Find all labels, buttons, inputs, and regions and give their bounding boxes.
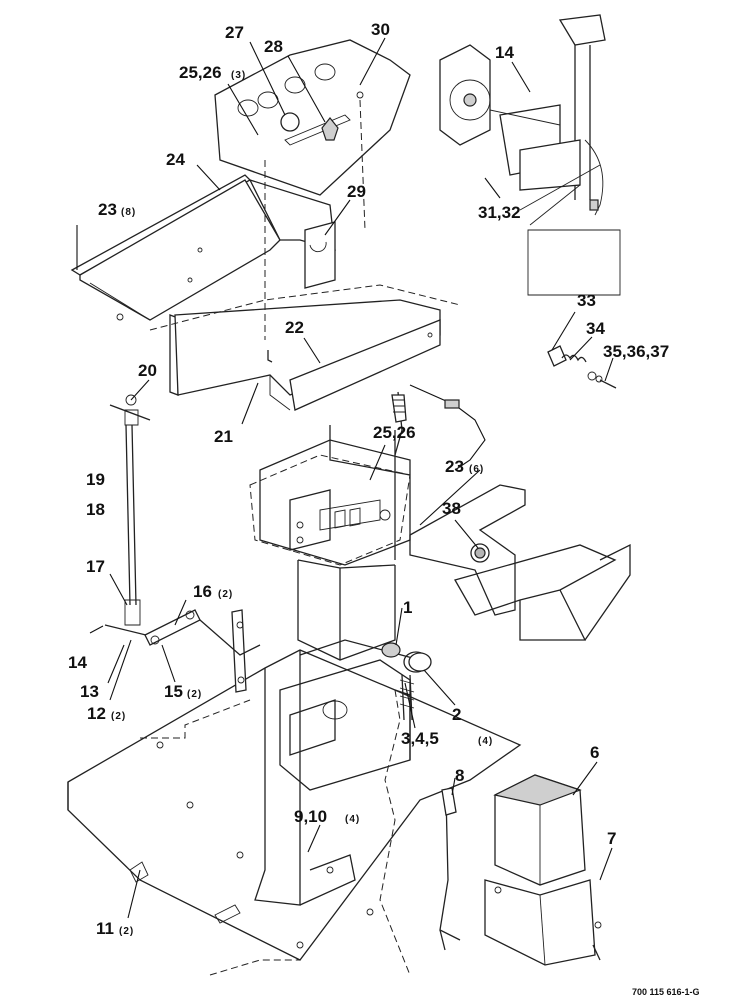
throttle-link [439,787,461,951]
callout-30-number: 30 [371,20,390,39]
drawing-code: 700 115 616-1-G [632,987,700,997]
callout-20-number: 20 [138,361,157,380]
callout-1-number: 1 [403,598,412,617]
control-column [297,560,432,721]
base-mount-bracket [254,639,421,906]
callout-16-number: 16 [193,582,212,601]
callout-12-number: 12 [87,704,106,723]
leader-lines [76,37,614,919]
callout-25-26-lower-number: 25,26 [373,423,416,442]
callout-12-qty: (2) [111,711,126,722]
pad-and-bracket [484,774,602,966]
control-panel [214,39,411,340]
callout-7-number: 7 [607,829,616,848]
spring-pin-assembly [547,345,617,389]
callout-14-upper-number: 14 [495,43,514,62]
callout-6-number: 6 [590,743,599,762]
callout-9-10-number: 9,10 [294,807,327,826]
callout-21-number: 21 [214,427,233,446]
callout-2-number: 2 [452,705,461,724]
control-housing [249,425,411,569]
callout-14-lower-number: 14 [68,653,87,672]
callout-23-upper-qty: (8) [121,207,136,218]
callout-27-number: 27 [225,23,244,42]
cable-assembly [391,384,486,471]
front-shroud [169,299,441,411]
callout-15-qty: (2) [187,689,202,700]
callout-25-26-upper-qty: (3) [231,70,246,81]
callout-19-number: 19 [86,470,105,489]
shift-lever-assembly [439,14,621,296]
callout-labels: 1 2 3,4,5 (4) 6 7 8 9,10 (4) 11 (2) 12 (… [68,20,700,997]
callout-18-number: 18 [86,500,105,519]
callout-15-number: 15 [164,682,183,701]
top-tray [70,174,461,331]
callout-17-number: 17 [86,557,105,576]
callout-28-number: 28 [264,37,283,56]
callout-25-26-upper-number: 25,26 [179,63,222,82]
callout-33-number: 33 [577,291,596,310]
callout-31-32-number: 31,32 [478,203,521,222]
callout-23-lower-number: 23 [445,457,464,476]
callout-3-4-5-number: 3,4,5 [401,729,439,748]
callout-22-number: 22 [285,318,304,337]
callout-11-qty: (2) [119,926,134,937]
callout-16-qty: (2) [218,589,233,600]
callout-13-number: 13 [80,682,99,701]
callout-8-number: 8 [455,766,464,785]
linkage-rod [104,394,261,693]
callout-9-10-qty: (4) [345,814,360,825]
callout-3-4-5-qty: (4) [478,736,493,747]
callout-29-number: 29 [347,182,366,201]
callout-11-number: 11 [96,919,114,938]
callout-24-number: 24 [166,150,185,169]
callout-35-36-37-number: 35,36,37 [603,342,669,361]
callout-23-upper-number: 23 [98,200,117,219]
right-side-bracket [409,484,631,641]
callout-38-number: 38 [442,499,461,518]
callout-23-lower-qty: (6) [469,464,484,475]
callout-34-number: 34 [586,319,605,338]
